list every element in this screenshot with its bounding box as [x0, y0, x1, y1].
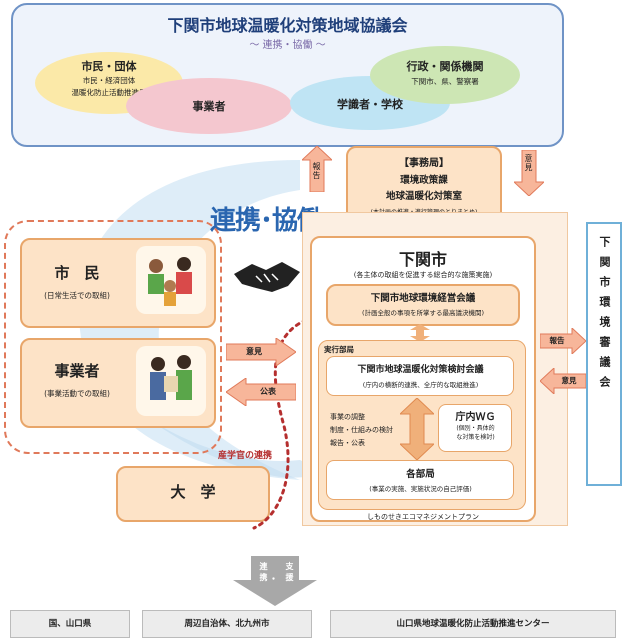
- citizen-name: 市 民: [54, 264, 100, 282]
- council-title: 下関市地球温暖化対策地域協議会: [167, 16, 408, 35]
- opinion-down-label: 意見: [524, 154, 533, 172]
- bottom-box-neighbors: [142, 610, 312, 638]
- mgmt-box: [326, 284, 520, 326]
- member-academic-name: 学識者・学校: [337, 98, 403, 111]
- opinion-left-label: 意見: [561, 376, 577, 385]
- mgmt-note: (計画全般の事項を所掌する最高議決機関): [361, 309, 485, 317]
- depts-note: (事業の実施、実施状況の自己評価): [369, 485, 472, 493]
- member-admin-detail: 下関市、県、警察署: [411, 77, 479, 86]
- handshake-icon: [234, 262, 300, 292]
- support-label-dot: ・: [269, 575, 279, 585]
- council-subtitle: ～ 連携・協働 ～: [249, 40, 326, 51]
- secretariat-title: 【事務局】: [399, 158, 449, 169]
- business-detail: (事業活動での取組): [44, 389, 110, 398]
- report-right-label: 報告: [549, 336, 565, 345]
- task-system: 制度・仕組みの検討: [330, 426, 393, 434]
- bottom-box-neighbors-label: 周辺自治体、北九州市: [184, 619, 270, 629]
- bottom-box-national-label: 国、山口県: [48, 619, 92, 629]
- member-admin-name: 行政・関係機関: [406, 60, 484, 73]
- support-down-arrow: [233, 556, 317, 606]
- report-right-arrow: [540, 328, 586, 354]
- report-up-label: 報告: [312, 162, 321, 180]
- opinion-left-arrow: [540, 368, 586, 394]
- citizen-detail: (日常生活での取組): [44, 291, 110, 300]
- support-label-left: 連携: [259, 562, 268, 584]
- publish-left-arrow: [226, 378, 296, 406]
- exec-dept-label: 実行部局: [324, 345, 354, 354]
- city-title: 下関市: [398, 250, 447, 269]
- citizen-illustration: [136, 246, 206, 314]
- study-title: 下関市地球温暖化対策検討会議: [357, 365, 484, 375]
- study-depts-double-arrow: [400, 398, 434, 460]
- opinion-down-arrow: [514, 150, 544, 196]
- wg-box: [438, 404, 512, 452]
- mgmt-exec-double-arrow: [410, 324, 430, 342]
- depts-box: [326, 460, 514, 500]
- sangaku-label: 産学官の連携: [218, 451, 273, 461]
- publish-left-label: 公表: [260, 387, 276, 396]
- member-citizen-name: 市民・団体: [81, 60, 137, 73]
- business-illustration: [136, 346, 206, 416]
- member-admin-ellipse: [370, 46, 520, 104]
- task-adjust: 事業の調整: [330, 413, 365, 421]
- ems-label: しものせきエコマネジメントプラン: [367, 513, 479, 521]
- bottom-box-national: [10, 610, 130, 638]
- stakeholders-dashed-region: [4, 220, 222, 454]
- report-up-arrow: [302, 146, 332, 192]
- university-box: [116, 466, 270, 522]
- support-label-right: 支援: [285, 562, 294, 584]
- opinion-right-arrow: [226, 338, 296, 366]
- university-name: 大 学: [170, 483, 216, 501]
- bottom-box-center: [330, 610, 616, 638]
- opinion-right-label: 意見: [246, 347, 262, 356]
- study-note: (庁内の横断的連携、全庁的な取組推進): [362, 381, 479, 389]
- bottom-box-center-label: 山口県地球温暖化防止活動推進センター: [396, 619, 550, 629]
- depts-title: 各部局: [406, 469, 435, 480]
- wg-title: 庁内ＷＧ: [455, 412, 496, 423]
- member-business-name: 事業者: [192, 100, 226, 113]
- member-citizen-detail: 市民・経済団体 温暖化防止活動推進員: [71, 76, 147, 97]
- dotted-connector: [252, 318, 308, 530]
- env-council-box: [586, 222, 622, 486]
- member-business-ellipse: [126, 78, 292, 134]
- wg-note: (個別・具体的 な対策を検討): [456, 425, 495, 441]
- mgmt-title: 下関市地球環境経営会議: [370, 293, 476, 304]
- business-name: 事業者: [54, 362, 100, 380]
- study-box: [326, 356, 514, 396]
- task-report: 報告・公表: [330, 439, 365, 447]
- secretariat-dept1: 環境政策課: [400, 175, 448, 186]
- city-note: (各主体の取組を促進する総合的な施策実施): [353, 271, 493, 279]
- env-council-label: 下関市環境審議会: [598, 236, 611, 396]
- secretariat-dept2: 地球温暖化対策室: [385, 191, 462, 202]
